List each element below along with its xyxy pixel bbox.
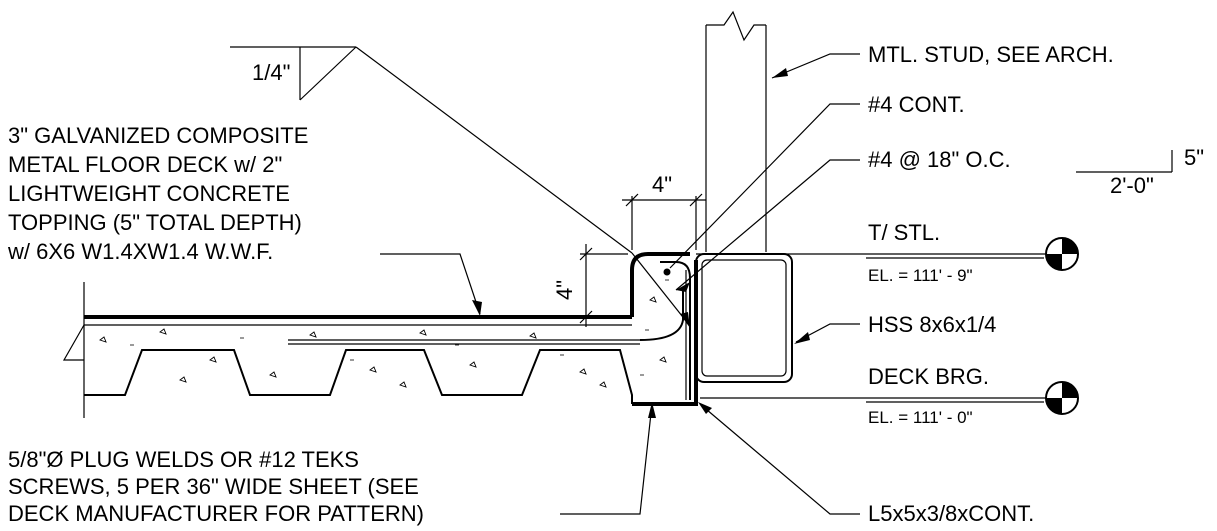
leader-lines [380, 53, 860, 515]
angle-note: L5x5x3/8xCONT. [868, 501, 1034, 526]
arrowhead-icon [472, 300, 482, 316]
deck-note-line4: TOPPING (5" TOTAL DEPTH) [8, 210, 302, 235]
dimension-vertical [579, 244, 628, 327]
plug-note-line3: DECK MANUFACTURER FOR PATTERN) [8, 501, 424, 526]
metal-stud [705, 10, 767, 252]
composite-deck [62, 252, 691, 418]
hss-tube [695, 253, 793, 383]
dim-horizontal-label: 4" [652, 172, 672, 197]
plug-note-line1: 5/8"Ø PLUG WELDS OR #12 TEKS [8, 447, 359, 472]
top-steel-label: T/ STL. [868, 220, 940, 245]
arrowhead-icon [680, 312, 690, 328]
cont-bar-icon [663, 268, 671, 276]
elevation-marker-icon [1045, 237, 1079, 271]
bars-note: #4 @ 18" O.C. [868, 147, 1011, 172]
bars-dim-bottom: 2'-0" [1110, 173, 1154, 198]
dimension-horizontal [622, 193, 706, 250]
arrowhead-icon [772, 68, 788, 78]
arrowhead-icon [794, 332, 810, 344]
bars-dim-top: 5" [1184, 145, 1204, 170]
bars-dimension [1076, 150, 1173, 173]
dim-vertical-label: 4" [552, 280, 577, 300]
weld-size-label: 1/4" [252, 60, 290, 85]
arrowhead-icon [676, 282, 690, 292]
arrowhead-icon [648, 402, 656, 418]
deck-bearing-label: DECK BRG. [868, 364, 989, 389]
stud-note: MTL. STUD, SEE ARCH. [868, 42, 1114, 67]
top-steel-elevation: EL. = 111' - 9" [868, 266, 973, 285]
deck-note-line2: METAL FLOOR DECK w/ 2" [8, 152, 282, 177]
weld-symbol [230, 46, 633, 254]
cont-bar-note: #4 CONT. [868, 92, 965, 117]
deck-bearing-elevation: EL. = 111' - 0" [868, 408, 973, 427]
deck-note-line1: 3" GALVANIZED COMPOSITE [8, 123, 308, 148]
deck-note-line3: LIGHTWEIGHT CONCRETE [8, 181, 290, 206]
deck-note-line5: w/ 6X6 W1.4XW1.4 W.W.F. [7, 239, 273, 264]
elevation-marker-icon [1045, 381, 1079, 415]
hss-note: HSS 8x6x1/4 [868, 312, 996, 337]
arrowhead-icon [698, 402, 712, 414]
plug-note-line2: SCREWS, 5 PER 36" WIDE SHEET (SEE [8, 474, 419, 499]
